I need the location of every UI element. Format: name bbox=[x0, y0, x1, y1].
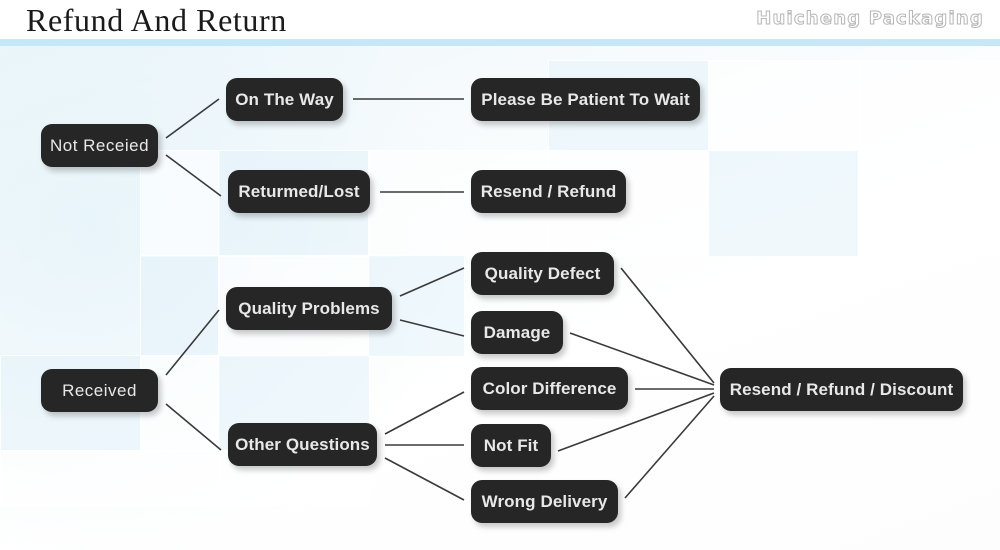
node-damage[interactable]: Damage bbox=[471, 311, 563, 354]
background-block bbox=[858, 60, 1000, 257]
node-please-be-patient[interactable]: Please Be Patient To Wait bbox=[471, 78, 700, 121]
node-on-the-way[interactable]: On The Way bbox=[226, 78, 343, 121]
node-label: Color Difference bbox=[482, 378, 617, 398]
node-not-fit[interactable]: Not Fit bbox=[471, 424, 551, 467]
page-title: Refund And Return bbox=[26, 2, 287, 38]
node-resend-refund[interactable]: Resend / Refund bbox=[471, 170, 626, 213]
background-block bbox=[140, 150, 220, 257]
background-block bbox=[140, 255, 220, 357]
node-label: Returmed/Lost bbox=[238, 181, 360, 201]
edge-quality-defect-to-resend-refund-discount bbox=[620, 267, 715, 384]
node-label: Other Questions bbox=[235, 434, 370, 454]
node-wrong-delivery[interactable]: Wrong Delivery bbox=[471, 480, 618, 523]
node-label: Quality Problems bbox=[238, 298, 380, 318]
node-received[interactable]: Received bbox=[41, 369, 158, 412]
background-block bbox=[708, 60, 860, 152]
node-quality-defect[interactable]: Quality Defect bbox=[471, 252, 614, 295]
background-block bbox=[708, 150, 860, 257]
node-label: Wrong Delivery bbox=[481, 491, 608, 511]
node-not-received[interactable]: Not Receied bbox=[41, 124, 158, 167]
brand-label: Huicheng Packaging bbox=[756, 8, 984, 30]
background-block bbox=[0, 450, 220, 506]
slide-header: Refund And Return Huicheng Packaging bbox=[0, 0, 1000, 46]
node-label: Not Receied bbox=[49, 135, 150, 155]
node-resend-refund-discount[interactable]: Resend / Refund / Discount bbox=[720, 368, 963, 411]
node-label: Received bbox=[62, 380, 137, 400]
header-divider bbox=[0, 39, 1000, 46]
edge-wrong-delivery-to-resend-refund-discount bbox=[624, 395, 715, 499]
node-label: Resend / Refund / Discount bbox=[729, 379, 954, 399]
node-quality-problems[interactable]: Quality Problems bbox=[226, 287, 392, 330]
node-label: Please Be Patient To Wait bbox=[481, 89, 690, 109]
node-other-questions[interactable]: Other Questions bbox=[228, 423, 377, 466]
node-label: Resend / Refund bbox=[480, 181, 617, 201]
node-label: Damage bbox=[483, 322, 551, 342]
node-label: Not Fit bbox=[483, 435, 539, 455]
node-color-difference[interactable]: Color Difference bbox=[471, 367, 628, 410]
node-returned-lost[interactable]: Returmed/Lost bbox=[228, 170, 370, 213]
node-label: On The Way bbox=[235, 89, 334, 109]
node-label: Quality Defect bbox=[484, 263, 601, 283]
